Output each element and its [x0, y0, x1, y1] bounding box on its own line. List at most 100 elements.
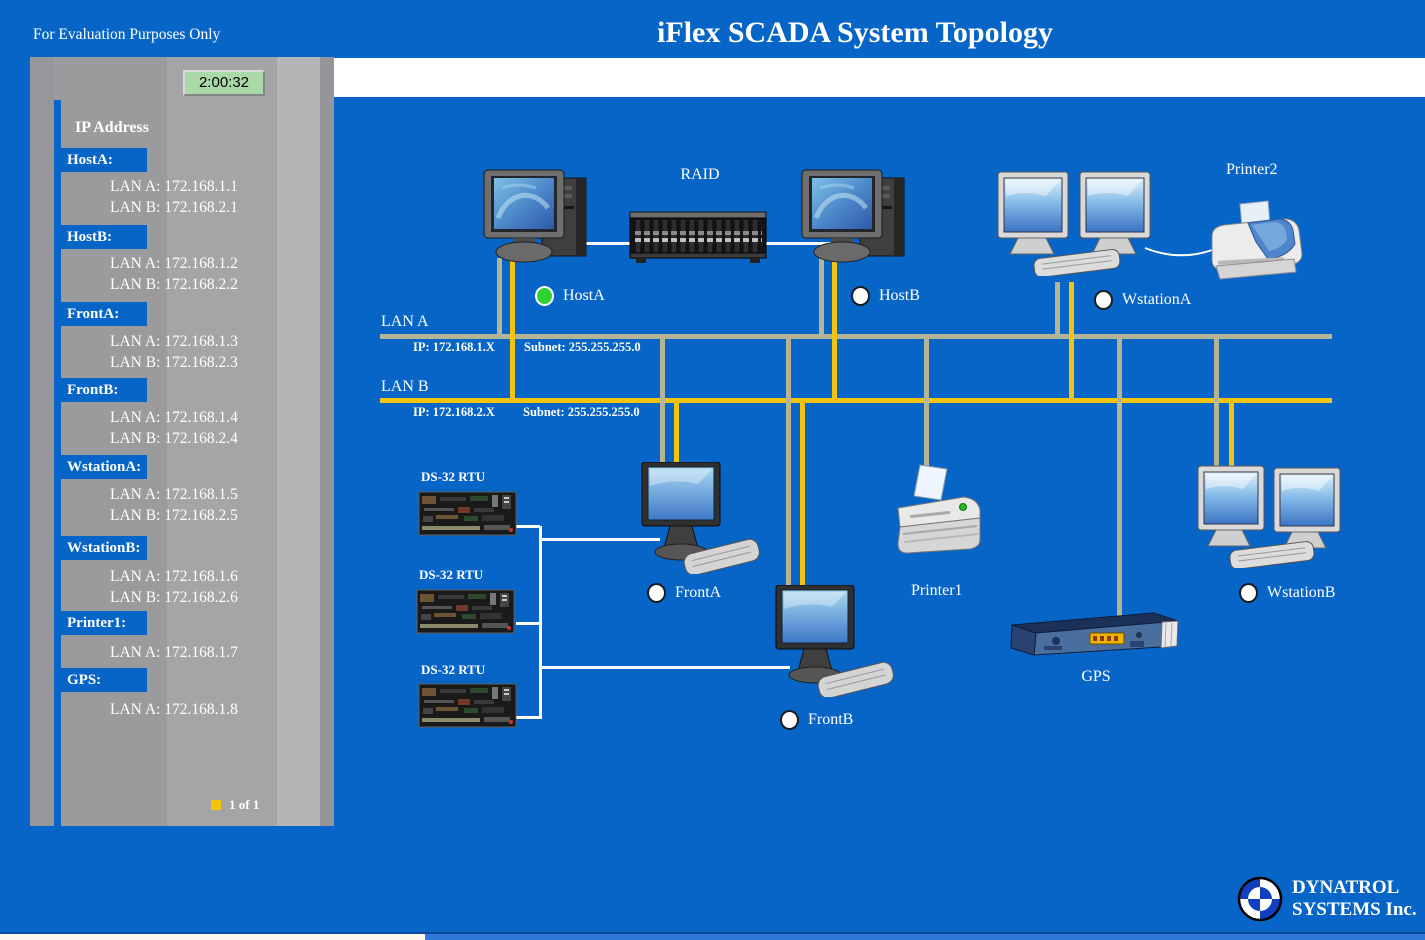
brand-line2: SYSTEMS Inc. [1292, 899, 1417, 920]
sidebar-edge-column [320, 57, 334, 826]
hostb-lanb-link [832, 258, 837, 398]
sidebar-item-frontb[interactable]: FrontB: [58, 378, 147, 402]
sidebar-item-wstationa[interactable]: WstationA: [58, 455, 147, 479]
hosta-status-lamp-icon [535, 286, 554, 306]
ip-row: LAN B: 172.168.2.6 [110, 589, 238, 606]
hostb-status: HostB [851, 286, 920, 306]
rtu3-board-icon[interactable] [418, 682, 518, 729]
ip-address-panel: 2:00:32 IP Address HostA: LAN A: 172.168… [30, 57, 334, 826]
rtu1-label: DS-32 RTU [421, 469, 486, 484]
ip-row: LAN B: 172.168.2.3 [110, 354, 238, 371]
ip-row: LAN A: 172.168.1.5 [110, 486, 238, 503]
sidebar-item-printer1[interactable]: Printer1: [58, 611, 147, 635]
ip-row: LAN B: 172.168.2.2 [110, 276, 238, 293]
fronta-status-lamp-icon [647, 583, 666, 603]
wstationa-status-lamp-icon [1094, 290, 1113, 310]
gps-lana-link [1117, 339, 1122, 621]
printer1-lana-link [924, 339, 929, 469]
wstationa-printer2-cable [1144, 247, 1216, 257]
raid-label: RAID [680, 166, 720, 183]
rtu2-board-icon[interactable] [416, 588, 516, 635]
ip-row: LAN A: 172.168.1.3 [110, 333, 238, 350]
bottom-edge-left [0, 934, 425, 940]
gps-receiver-icon[interactable] [1004, 610, 1182, 658]
brand-name: DYNATROL SYSTEMS Inc. [1292, 877, 1417, 921]
wstationb-workstation-icon[interactable] [1196, 464, 1346, 568]
hostb-computer-icon[interactable] [796, 164, 916, 264]
lan-a-bus-line [380, 334, 1332, 339]
ip-row: LAN A: 172.168.1.1 [110, 178, 238, 195]
hosta-computer-icon[interactable] [478, 164, 598, 264]
raid-array-icon[interactable] [626, 204, 771, 266]
page-indicator: 1 of 1 [211, 797, 259, 813]
ip-row: LAN B: 172.168.2.4 [110, 430, 238, 447]
fronta-lanb-link [674, 403, 679, 470]
lan-b-subnet: Subnet: 255.255.255.0 [523, 405, 640, 419]
sidebar-light-column [277, 57, 320, 826]
clock-display: 2:00:32 [183, 70, 265, 96]
frontb-lana-link [786, 339, 791, 586]
wstationb-status: WstationB [1239, 583, 1335, 603]
dynatrol-logo-icon [1237, 876, 1283, 922]
sidebar-item-hosta[interactable]: HostA: [58, 148, 147, 172]
frontb-lanb-link [800, 403, 805, 586]
fronta-status: FrontA [647, 583, 721, 603]
printer1-label: Printer1 [911, 582, 963, 599]
ip-row: LAN A: 172.168.1.7 [110, 644, 238, 661]
wstationb-status-lamp-icon [1239, 583, 1258, 603]
wstationa-workstation-icon[interactable] [996, 170, 1156, 276]
rtu-fronta-line [539, 538, 660, 541]
evaluation-notice: For Evaluation Purposes Only [33, 26, 221, 43]
ip-row: LAN B: 172.168.2.1 [110, 199, 238, 216]
wstationb-lana-link [1214, 339, 1219, 469]
rtu-frontb-line [539, 666, 790, 669]
hosta-label: HostA [563, 287, 605, 304]
sidebar-item-hostb[interactable]: HostB: [58, 225, 147, 249]
sidebar-accent-bar [54, 100, 61, 826]
ip-row: LAN A: 172.168.1.2 [110, 255, 238, 272]
ip-row: LAN A: 172.168.1.4 [110, 409, 238, 426]
fronta-label: FrontA [675, 584, 722, 601]
ip-row: LAN A: 172.168.1.8 [110, 701, 238, 718]
sidebar-middle-column [167, 57, 277, 826]
rtu3-label: DS-32 RTU [421, 662, 486, 677]
page-indicator-icon [211, 800, 221, 810]
sidebar-item-wstationb[interactable]: WstationB: [58, 536, 147, 560]
lan-a-subnet: Subnet: 255.255.255.0 [524, 340, 641, 354]
page-title: iFlex SCADA System Topology [657, 16, 1053, 49]
sidebar-item-gps[interactable]: GPS: [58, 668, 147, 692]
rtu-trunk-line [539, 526, 542, 719]
fronta-lana-link [660, 339, 665, 470]
gps-label: GPS [1081, 668, 1111, 685]
frontb-status: FrontB [780, 710, 853, 730]
ip-row: LAN A: 172.168.1.6 [110, 568, 238, 585]
hostb-lana-link [819, 258, 824, 334]
rtu1-board-icon[interactable] [418, 490, 518, 537]
rtu2-label: DS-32 RTU [419, 567, 484, 582]
ip-address-heading: IP Address [75, 119, 149, 136]
rtu3-branch-line [516, 716, 542, 719]
wstationa-lanb-link [1069, 282, 1074, 398]
frontb-computer-icon[interactable] [762, 585, 897, 697]
header-divider-band [334, 58, 1425, 97]
brand-line1: DYNATROL [1292, 877, 1400, 898]
printer2-icon[interactable] [1206, 200, 1306, 286]
fronta-computer-icon[interactable] [628, 462, 763, 574]
sidebar-item-fronta[interactable]: FrontA: [58, 302, 147, 326]
bottom-border-line [0, 932, 1425, 934]
lan-b-ip: IP: 172.168.2.X [413, 405, 495, 419]
printer1-icon[interactable] [890, 464, 990, 562]
bottom-edge-right [425, 934, 1425, 940]
page-indicator-text: 1 of 1 [229, 797, 260, 812]
wstationb-label: WstationB [1267, 584, 1336, 601]
wstationa-label: WstationA [1122, 291, 1192, 308]
printer2-label: Printer2 [1226, 161, 1278, 178]
ip-row: LAN B: 172.168.2.5 [110, 507, 238, 524]
wstationb-lanb-link [1229, 403, 1234, 469]
rtu2-branch-line [516, 622, 540, 625]
wstationa-lana-link [1055, 282, 1060, 334]
hosta-lana-link [497, 258, 502, 334]
frontb-label: FrontB [808, 711, 854, 728]
lan-b-label: LAN B [381, 378, 429, 395]
frontb-status-lamp-icon [780, 710, 799, 730]
